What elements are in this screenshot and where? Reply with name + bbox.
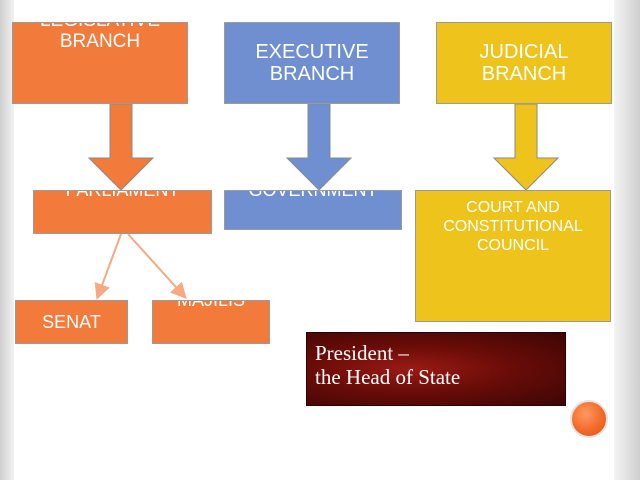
right-edge-shade [614,0,640,480]
parliament-box: PARLIAMENT [33,190,212,234]
legislative-branch-box: LEGISLATIVE BRANCH [12,22,188,104]
majilis-label: MAJILIS [176,300,246,310]
judicial-branch-box: JUDICIAL BRANCH [436,22,612,104]
government-box: GOVERNMENT [224,190,402,230]
legislative-branch-label: LEGISLATIVE BRANCH [40,23,160,53]
president-line-1: President – [315,341,409,365]
senat-box: SENAT [15,300,128,344]
court-label: COURT AND CONSTITUTIONAL COUNCIL [443,199,583,254]
orange-circle-decoration [570,400,608,438]
majilis-box: MAJILIS [152,300,270,344]
left-edge-shade [0,0,14,480]
parliament-label: PARLIAMENT [65,190,180,200]
executive-branch-box: EXECUTIVE BRANCH [224,22,400,104]
senat-label: SENAT [42,311,101,332]
arrow-judicial-to-court [492,103,560,191]
judicial-branch-label: JUDICIAL BRANCH [479,40,569,85]
president-line-2: the Head of State [315,365,461,389]
president-box: President – the Head of State [306,332,566,406]
government-label: GOVERNMENT [248,190,378,200]
arrow-executive-to-government [285,103,353,191]
arrow-parliament-to-majilis [127,233,187,299]
executive-branch-label: EXECUTIVE BRANCH [255,40,369,85]
arrow-parliament-to-senat [94,233,122,300]
arrow-legislative-to-parliament [87,103,155,191]
court-box: COURT AND CONSTITUTIONAL COUNCIL [415,190,611,322]
